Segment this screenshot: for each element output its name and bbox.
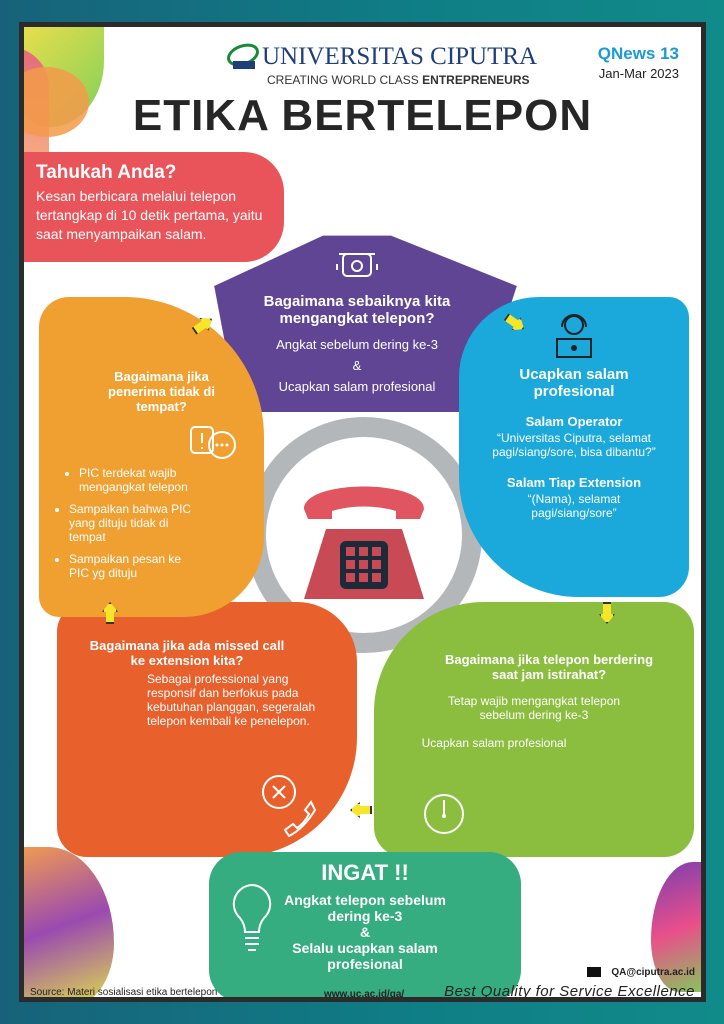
step-recipient-absent: Bagaimana jika penerima tidak di tempat?… bbox=[39, 297, 264, 617]
logo-tagline: CREATING WORLD CLASS bbox=[267, 73, 419, 87]
issue-period: Jan-Mar 2023 bbox=[598, 66, 679, 81]
list-item: Sampaikan pesan ke PIC yg dituju bbox=[69, 552, 194, 580]
issue-number: QNews 13 bbox=[597, 44, 679, 63]
website-link[interactable]: www.uc.ac.id/qa/ bbox=[324, 989, 405, 997]
step-professional-greeting: Ucapkan salam profesional Salam Operator… bbox=[459, 297, 689, 597]
decor-blob bbox=[24, 67, 89, 137]
clock-icon bbox=[424, 794, 464, 834]
reminder-box: INGAT !! Angkat telepon sebelum dering k… bbox=[209, 852, 521, 997]
logo-tagline-bold: ENTREPRENEURS bbox=[422, 73, 530, 87]
step-break-time: Bagaimana jika telepon berdering saat ja… bbox=[374, 602, 694, 857]
slogan: Best Quality for Service Excellence bbox=[444, 983, 695, 997]
red-telephone-icon bbox=[304, 486, 424, 599]
decor-blob bbox=[24, 847, 114, 997]
telephone-icon bbox=[336, 253, 378, 277]
lightbulb-icon bbox=[232, 883, 272, 951]
logo-swoosh-icon bbox=[227, 43, 259, 69]
step-missed-call: Bagaimana jika ada missed call ke extens… bbox=[57, 602, 357, 857]
email-contact[interactable]: QA@ciputra.ac.id bbox=[587, 967, 695, 978]
chat-bubble-icon bbox=[190, 426, 236, 459]
list-item: PIC terdekat wajib mengangkat telepon bbox=[79, 466, 194, 494]
missed-call-icon bbox=[262, 775, 317, 838]
mail-icon bbox=[587, 967, 602, 978]
page-title: ETIKA BERTELEPON bbox=[132, 91, 593, 140]
poster: UNIVERSITAS CIPUTRA CREATING WORLD CLASS… bbox=[24, 27, 701, 997]
did-you-know-box: Tahukah Anda? Kesan berbicara melalui te… bbox=[24, 152, 284, 262]
operator-headset-icon bbox=[556, 314, 592, 358]
source-note: Source: Materi sosialisasi etika bertele… bbox=[30, 987, 218, 997]
university-logo: UNIVERSITAS CIPUTRA CREATING WORLD CLASS… bbox=[219, 39, 537, 89]
flow-arrow-icon bbox=[350, 802, 372, 818]
list-item: Sampaikan bahwa PIC yang dituju tidak di… bbox=[69, 502, 194, 544]
poster-frame: UNIVERSITAS CIPUTRA CREATING WORLD CLASS… bbox=[19, 22, 706, 1002]
